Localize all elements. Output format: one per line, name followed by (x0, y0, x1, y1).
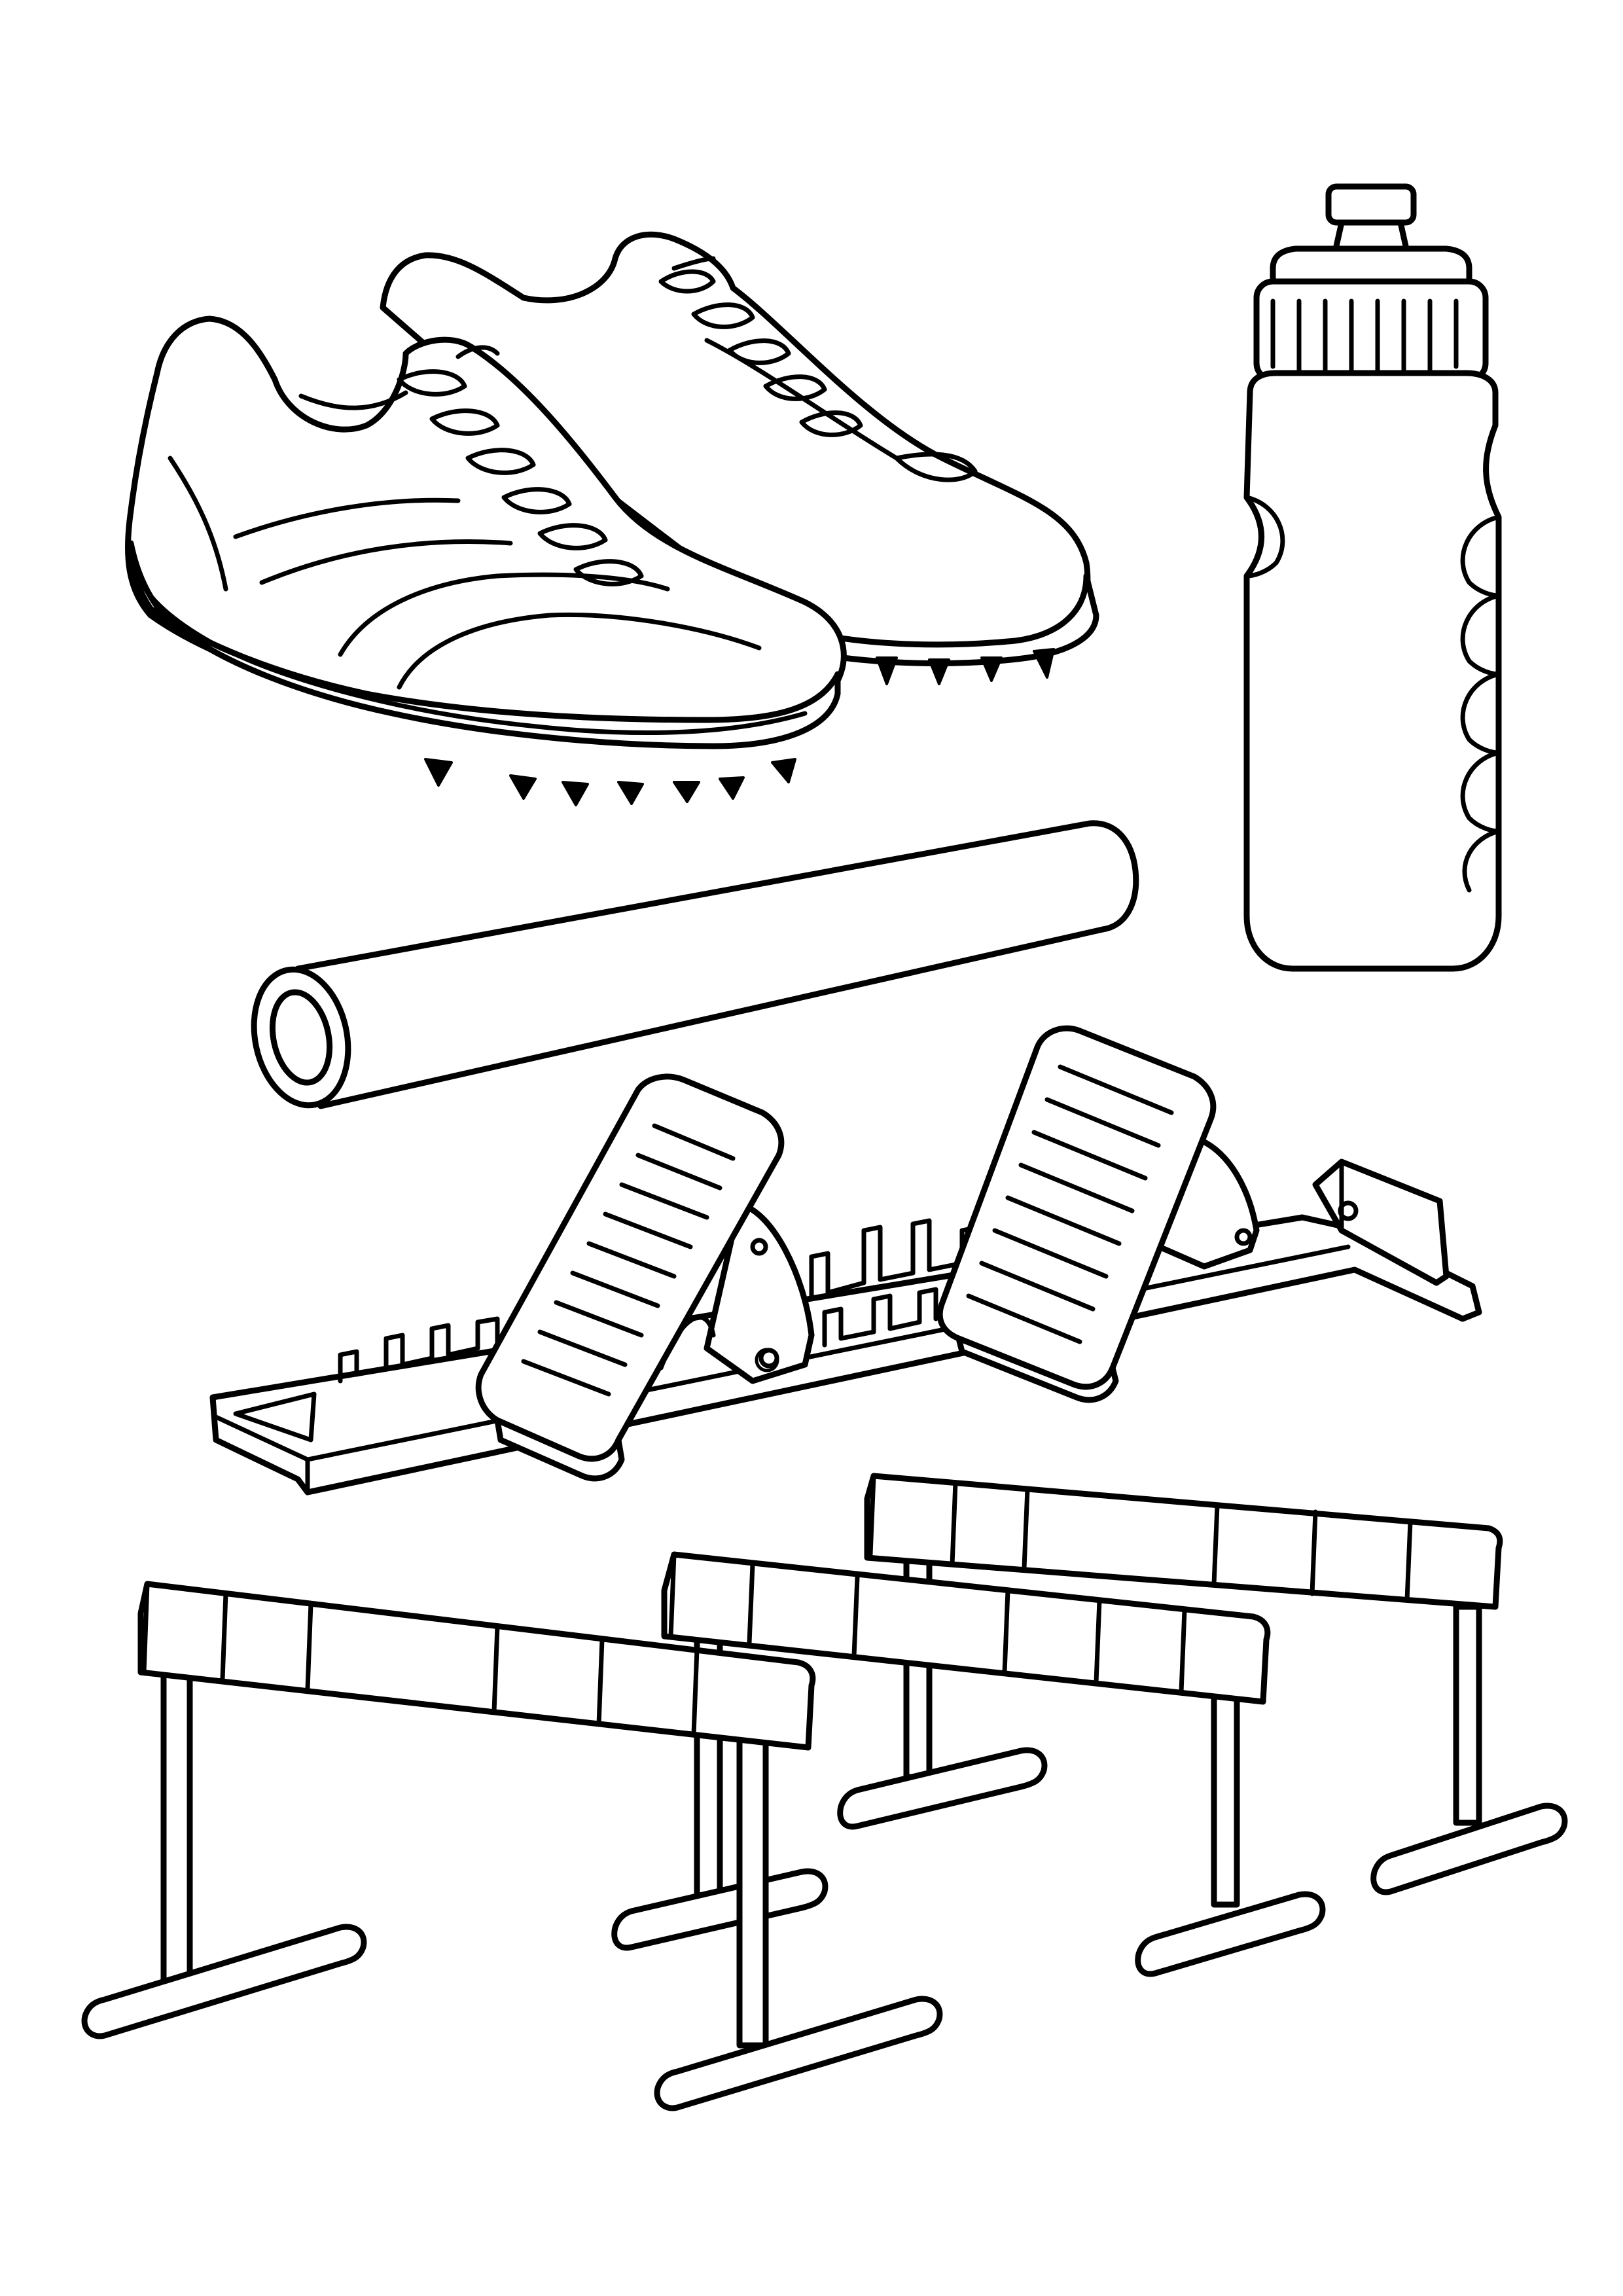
hurdle-icon (81, 1473, 1568, 2111)
hurdle-front (81, 1581, 943, 2111)
front-shoe-icon (124, 315, 847, 806)
relay-baton-icon (251, 820, 1139, 1109)
hurdle-middle (611, 1551, 1326, 1977)
water-bottle-icon (1243, 183, 1502, 972)
track-spikes-icon (124, 231, 1099, 806)
back-shoe-icon (380, 231, 1099, 685)
starting-blocks-icon (209, 1025, 1482, 1496)
hurdle-back (837, 1473, 1568, 1895)
